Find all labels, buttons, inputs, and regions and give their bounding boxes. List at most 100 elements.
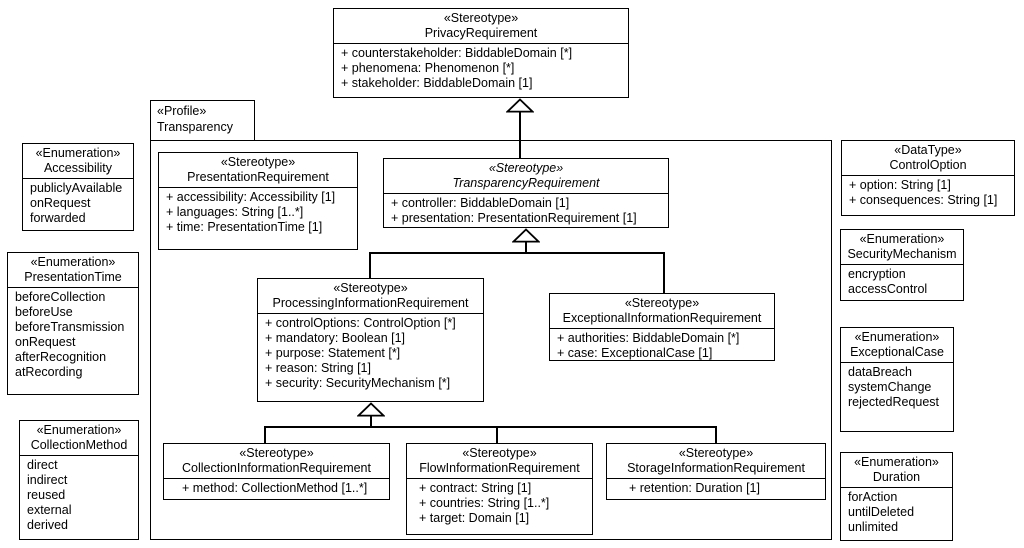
attribute-line: + purpose: Statement [*] [265, 346, 401, 360]
uml-class-exceptional-information-requirement: «Stereotype» ExceptionalInformationRequi… [549, 293, 775, 361]
attribute-line: + languages: String [1..*] [166, 205, 304, 219]
enum-header: «Enumeration» PresentationTime [8, 253, 138, 287]
stereotype-label: «Enumeration» [854, 455, 939, 469]
stereotype-label: «Stereotype» [624, 296, 700, 310]
attribute-line: + countries: String [1..*] [419, 496, 550, 510]
generalization-line [369, 252, 665, 254]
generalization-line [519, 112, 521, 159]
attribute-line: + phenomena: Phenomenon [*] [341, 61, 515, 75]
uml-datatype-control-option: «DataType» ControlOption + option: Strin… [841, 140, 1015, 216]
datatype-name: ControlOption [889, 158, 967, 172]
attribute-line: beforeUse [15, 305, 73, 319]
stereotype-label: «Enumeration» [854, 330, 940, 344]
uml-enum-exceptional-case: «Enumeration» ExceptionalCase dataBreach… [840, 327, 954, 432]
generalization-arrowhead [357, 402, 385, 417]
attribute-line: reused [27, 488, 66, 502]
enum-header: «Enumeration» ExceptionalCase [841, 328, 953, 362]
enum-name: ExceptionalCase [850, 345, 944, 359]
generalization-line [663, 252, 665, 295]
generalization-line [264, 426, 717, 428]
attribute-line: + accessibility: Accessibility [1] [166, 190, 336, 204]
class-name: PresentationRequirement [187, 170, 329, 184]
attribute-line: beforeCollection [15, 290, 106, 304]
attribute-line: untilDeleted [848, 505, 915, 519]
attribute-line: onRequest [30, 196, 91, 210]
datatype-header: «DataType» ControlOption [842, 141, 1014, 175]
stereotype-label: «Stereotype» [333, 281, 408, 295]
attribute-line: + security: SecurityMechanism [*] [265, 376, 451, 390]
uml-class-collection-information-requirement: «Stereotype» CollectionInformationRequir… [163, 443, 390, 500]
generalization-line [715, 426, 717, 444]
attribute-line: + case: ExceptionalCase [1] [557, 346, 713, 360]
enum-name: CollectionMethod [30, 438, 128, 452]
attribute-line: + counterstakeholder: BiddableDomain [*] [341, 46, 573, 60]
stereotype-label: «Stereotype» [443, 11, 519, 25]
stereotype-label: «Stereotype» [462, 446, 537, 460]
attribute-line: + presentation: PresentationRequirement … [391, 211, 637, 225]
enum-name: Accessibility [43, 161, 113, 175]
class-name: CollectionInformationRequirement [182, 461, 371, 475]
attributes-compartment: + controlOptions: ControlOption [*]+ man… [258, 313, 483, 401]
attribute-line: + authorities: BiddableDomain [*] [557, 331, 740, 345]
attribute-line: systemChange [848, 380, 932, 394]
attributes-compartment: + authorities: BiddableDomain [*]+ case:… [550, 328, 774, 360]
enum-header: «Enumeration» SecurityMechanism [841, 230, 963, 264]
attribute-line: accessControl [848, 282, 928, 296]
profile-stereotype: «Profile» [157, 104, 207, 118]
profile-name: Transparency [157, 120, 233, 134]
enum-header: «Enumeration» Accessibility [23, 144, 133, 178]
generalization-line [496, 426, 498, 444]
generalization-arrowhead [512, 228, 540, 243]
class-header: «Stereotype» ProcessingInformationRequir… [258, 279, 483, 313]
class-name: TransparencyRequirement [452, 176, 600, 190]
attribute-line: onRequest [15, 335, 76, 349]
enum-name: SecurityMechanism [847, 247, 957, 261]
class-header: «Stereotype» PrivacyRequirement [334, 9, 628, 43]
stereotype-label: «Enumeration» [36, 423, 122, 437]
attribute-line: + method: CollectionMethod [1..*] [182, 481, 368, 495]
attribute-line: direct [27, 458, 58, 472]
generalization-arrowhead [506, 98, 534, 113]
uml-enum-security-mechanism: «Enumeration» SecurityMechanism encrypti… [840, 229, 964, 301]
attribute-line: atRecording [15, 365, 83, 379]
attributes-compartment: + contract: String [1]+ countries: Strin… [407, 478, 592, 534]
enum-header: «Enumeration» CollectionMethod [20, 421, 138, 455]
attribute-line: + controlOptions: ControlOption [*] [265, 316, 456, 330]
attributes-compartment: + controller: BiddableDomain [1]+ presen… [384, 193, 668, 227]
uml-enum-accessibility: «Enumeration» Accessibility publiclyAvai… [22, 143, 134, 231]
stereotype-label: «Stereotype» [220, 155, 296, 169]
uml-class-transparency-requirement: «Stereotype» TransparencyRequirement + c… [383, 158, 669, 228]
attribute-line: external [27, 503, 72, 517]
attributes-compartment: + method: CollectionMethod [1..*] [164, 478, 389, 499]
attribute-line: + contract: String [1] [419, 481, 532, 495]
generalization-line [525, 241, 527, 253]
uml-class-presentation-requirement: «Stereotype» PresentationRequirement + a… [158, 152, 358, 250]
attribute-line: publiclyAvailable [30, 181, 123, 195]
stereotype-label: «Enumeration» [859, 232, 945, 246]
class-header: «Stereotype» ExceptionalInformationRequi… [550, 294, 774, 328]
attribute-line: + option: String [1] [849, 178, 951, 192]
enum-name: PresentationTime [24, 270, 122, 284]
stereotype-label: «Enumeration» [35, 146, 121, 160]
generalization-line [369, 252, 371, 280]
attribute-line: dataBreach [848, 365, 912, 379]
attribute-line: + target: Domain [1] [419, 511, 530, 525]
uml-class-flow-information-requirement: «Stereotype» FlowInformationRequirement … [406, 443, 593, 535]
attribute-line: rejectedRequest [848, 395, 940, 409]
class-name: ProcessingInformationRequirement [272, 296, 469, 310]
attribute-line: + mandatory: Boolean [1] [265, 331, 406, 345]
uml-class-processing-information-requirement: «Stereotype» ProcessingInformationRequir… [257, 278, 484, 402]
attribute-line: afterRecognition [15, 350, 107, 364]
attribute-line: derived [27, 518, 68, 532]
generalization-line [264, 426, 266, 444]
class-header: «Stereotype» PresentationRequirement [159, 153, 357, 187]
